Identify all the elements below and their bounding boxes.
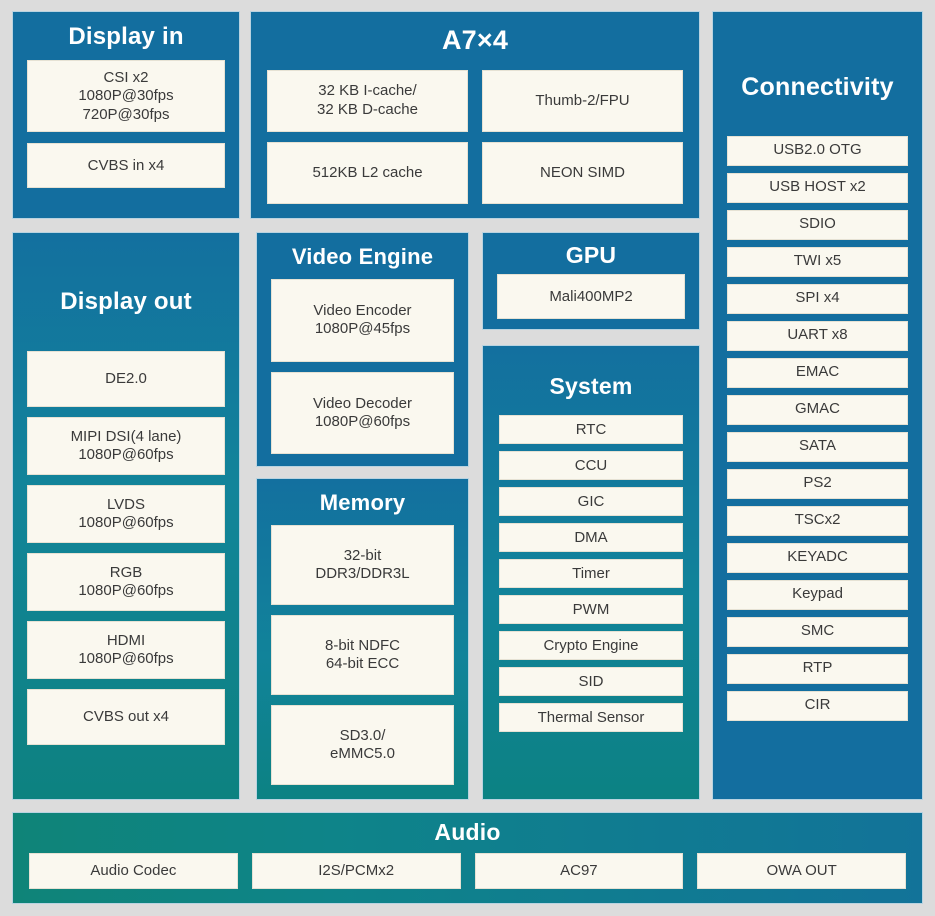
block-emac: EMAC [727,357,908,388]
block-spi: SPI x4 [727,283,908,314]
block-smc: SMC [727,616,908,647]
panel-title-display-in: Display in [68,23,184,50]
block-keypad: Keypad [727,579,908,610]
panel-body-a7: 32 KB I-cache/ 32 KB D-cache Thumb-2/FPU… [251,56,699,218]
block-gic: GIC [499,487,683,517]
block-gmac: GMAC [727,394,908,425]
block-timer: Timer [499,559,683,589]
panel-title-display-out: Display out [60,288,192,315]
block-ddr3: 32-bit DDR3/DDR3L [271,525,454,606]
block-audio-codec: Audio Codec [29,853,238,889]
block-mali400mp2: Mali400MP2 [497,274,685,319]
block-thumb2-fpu: Thumb-2/FPU [482,69,683,132]
block-sd-emmc: SD3.0/ eMMC5.0 [271,705,454,785]
panel-body-display-out: DE2.0 MIPI DSI(4 lane) 1080P@60fps LVDS … [13,315,239,799]
block-neon-simd: NEON SIMD [482,141,683,204]
block-cvbs-in: CVBS in x4 [27,143,225,189]
panel-video-engine: Video Engine Video Encoder 1080P@45fps V… [256,232,469,467]
block-crypto-engine: Crypto Engine [499,631,683,661]
block-owa-out: OWA OUT [697,853,906,889]
panel-body-memory: 32-bit DDR3/DDR3L 8-bit NDFC 64-bit ECC … [257,515,468,799]
panel-a7-cpu: A7×4 32 KB I-cache/ 32 KB D-cache Thumb-… [250,11,700,219]
block-de20: DE2.0 [27,351,225,408]
panel-audio: Audio Audio Codec I2S/PCMx2 AC97 OWA OUT [12,812,923,904]
block-cir: CIR [727,690,908,721]
panel-system: System RTC CCU GIC DMA Timer PWM Crypto … [482,345,700,800]
panel-title-a7: A7×4 [441,25,509,55]
panel-memory: Memory 32-bit DDR3/DDR3L 8-bit NDFC 64-b… [256,478,469,800]
block-usb-host: USB HOST x2 [727,172,908,203]
panel-title-gpu: GPU [565,242,617,268]
block-dma: DMA [499,523,683,553]
block-tsc: TSCx2 [727,505,908,536]
block-hdmi: HDMI 1080P@60fps [27,621,225,680]
panel-body-gpu: Mali400MP2 [483,268,699,329]
block-rtc: RTC [499,415,683,445]
block-ccu: CCU [499,451,683,481]
panel-title-system: System [549,373,633,399]
block-csi: CSI x2 1080P@30fps 720P@30fps [27,60,225,133]
panel-connectivity: Connectivity USB2.0 OTG USB HOST x2 SDIO… [712,11,923,800]
panel-body-audio: Audio Codec I2S/PCMx2 AC97 OWA OUT [13,845,922,903]
block-mipi-dsi: MIPI DSI(4 lane) 1080P@60fps [27,417,225,476]
block-ndfc: 8-bit NDFC 64-bit ECC [271,615,454,696]
block-l1-cache: 32 KB I-cache/ 32 KB D-cache [267,69,468,132]
block-i2s-pcm: I2S/PCMx2 [251,853,461,889]
panel-body-system: RTC CCU GIC DMA Timer PWM Crypto Engine … [483,399,699,799]
block-keyadc: KEYADC [727,542,908,573]
block-rtp: RTP [727,653,908,684]
block-sdio: SDIO [727,209,908,240]
block-usb20-otg: USB2.0 OTG [727,135,908,166]
block-ps2: PS2 [727,468,908,499]
block-l2-cache: 512KB L2 cache [267,141,468,204]
block-video-encoder: Video Encoder 1080P@45fps [271,279,454,362]
panel-display-in: Display in CSI x2 1080P@30fps 720P@30fps… [12,11,240,219]
block-uart: UART x8 [727,320,908,351]
block-cvbs-out: CVBS out x4 [27,689,225,746]
panel-title-connectivity: Connectivity [741,73,894,101]
block-video-decoder: Video Decoder 1080P@60fps [271,371,454,454]
panel-title-memory: Memory [319,490,406,515]
panel-body-video-engine: Video Encoder 1080P@45fps Video Decoder … [257,269,468,466]
block-lvds: LVDS 1080P@60fps [27,485,225,544]
panel-gpu: GPU Mali400MP2 [482,232,700,330]
panel-body-connectivity: USB2.0 OTG USB HOST x2 SDIO TWI x5 SPI x… [713,102,922,800]
block-ac97: AC97 [474,853,684,889]
panel-body-display-in: CSI x2 1080P@30fps 720P@30fps CVBS in x4 [13,50,239,218]
block-twi: TWI x5 [727,246,908,277]
panel-title-audio: Audio [434,819,501,845]
block-thermal-sensor: Thermal Sensor [499,703,683,733]
block-sata: SATA [727,431,908,462]
block-pwm: PWM [499,595,683,625]
block-sid: SID [499,667,683,697]
panel-display-out: Display out DE2.0 MIPI DSI(4 lane) 1080P… [12,232,240,800]
panel-title-video-engine: Video Engine [291,244,434,269]
block-rgb: RGB 1080P@60fps [27,553,225,612]
